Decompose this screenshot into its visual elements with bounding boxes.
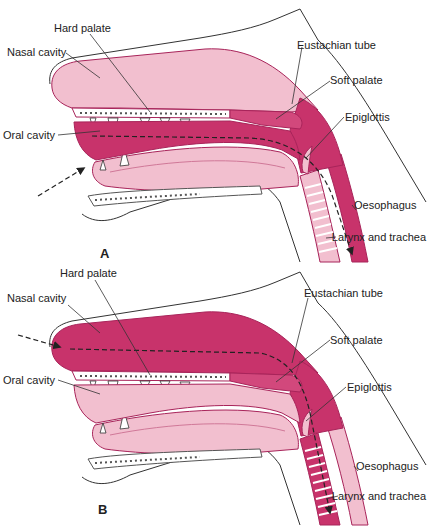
leader-lines: [58, 34, 356, 238]
part-label: Oral cavity: [3, 129, 55, 141]
part-label: Larynx and trachea: [332, 490, 426, 502]
panel-a: [38, 9, 426, 262]
part-label: Oral cavity: [3, 374, 55, 386]
panel-letter: A: [100, 247, 109, 261]
part-label: Epiglottis: [347, 381, 392, 393]
panel-b: [18, 272, 426, 525]
oral-cavity: [74, 384, 300, 423]
head-base: [50, 9, 426, 262]
part-label: Soft palate: [330, 334, 383, 346]
oral-cavity: [74, 121, 300, 160]
panel-letter: B: [98, 503, 107, 517]
part-label: Eustachian tube: [297, 39, 376, 51]
part-label: Nasal cavity: [7, 292, 66, 304]
leader-lines: [58, 280, 358, 499]
head-base: [50, 272, 426, 525]
part-label: Hard palate: [60, 267, 117, 279]
flow-arrow: [38, 168, 84, 196]
flow-arrow: [92, 136, 352, 254]
trachea: [300, 170, 340, 262]
part-label: Hard palate: [54, 22, 111, 34]
flow-arrow: [18, 335, 60, 347]
nasal-cavity: [52, 312, 318, 375]
part-label: Oesophagus: [356, 460, 418, 472]
part-label: Epiglottis: [345, 111, 390, 123]
part-label: Eustachian tube: [304, 287, 383, 299]
part-label: Nasal cavity: [7, 46, 66, 58]
nasal-cavity: [52, 49, 318, 112]
trachea: [300, 433, 340, 525]
part-label: Oesophagus: [354, 199, 416, 211]
part-label: Larynx and trachea: [332, 231, 426, 243]
flow-arrow: [70, 349, 330, 513]
part-label: Soft palate: [330, 74, 383, 86]
tracheal-rings: [305, 447, 337, 515]
